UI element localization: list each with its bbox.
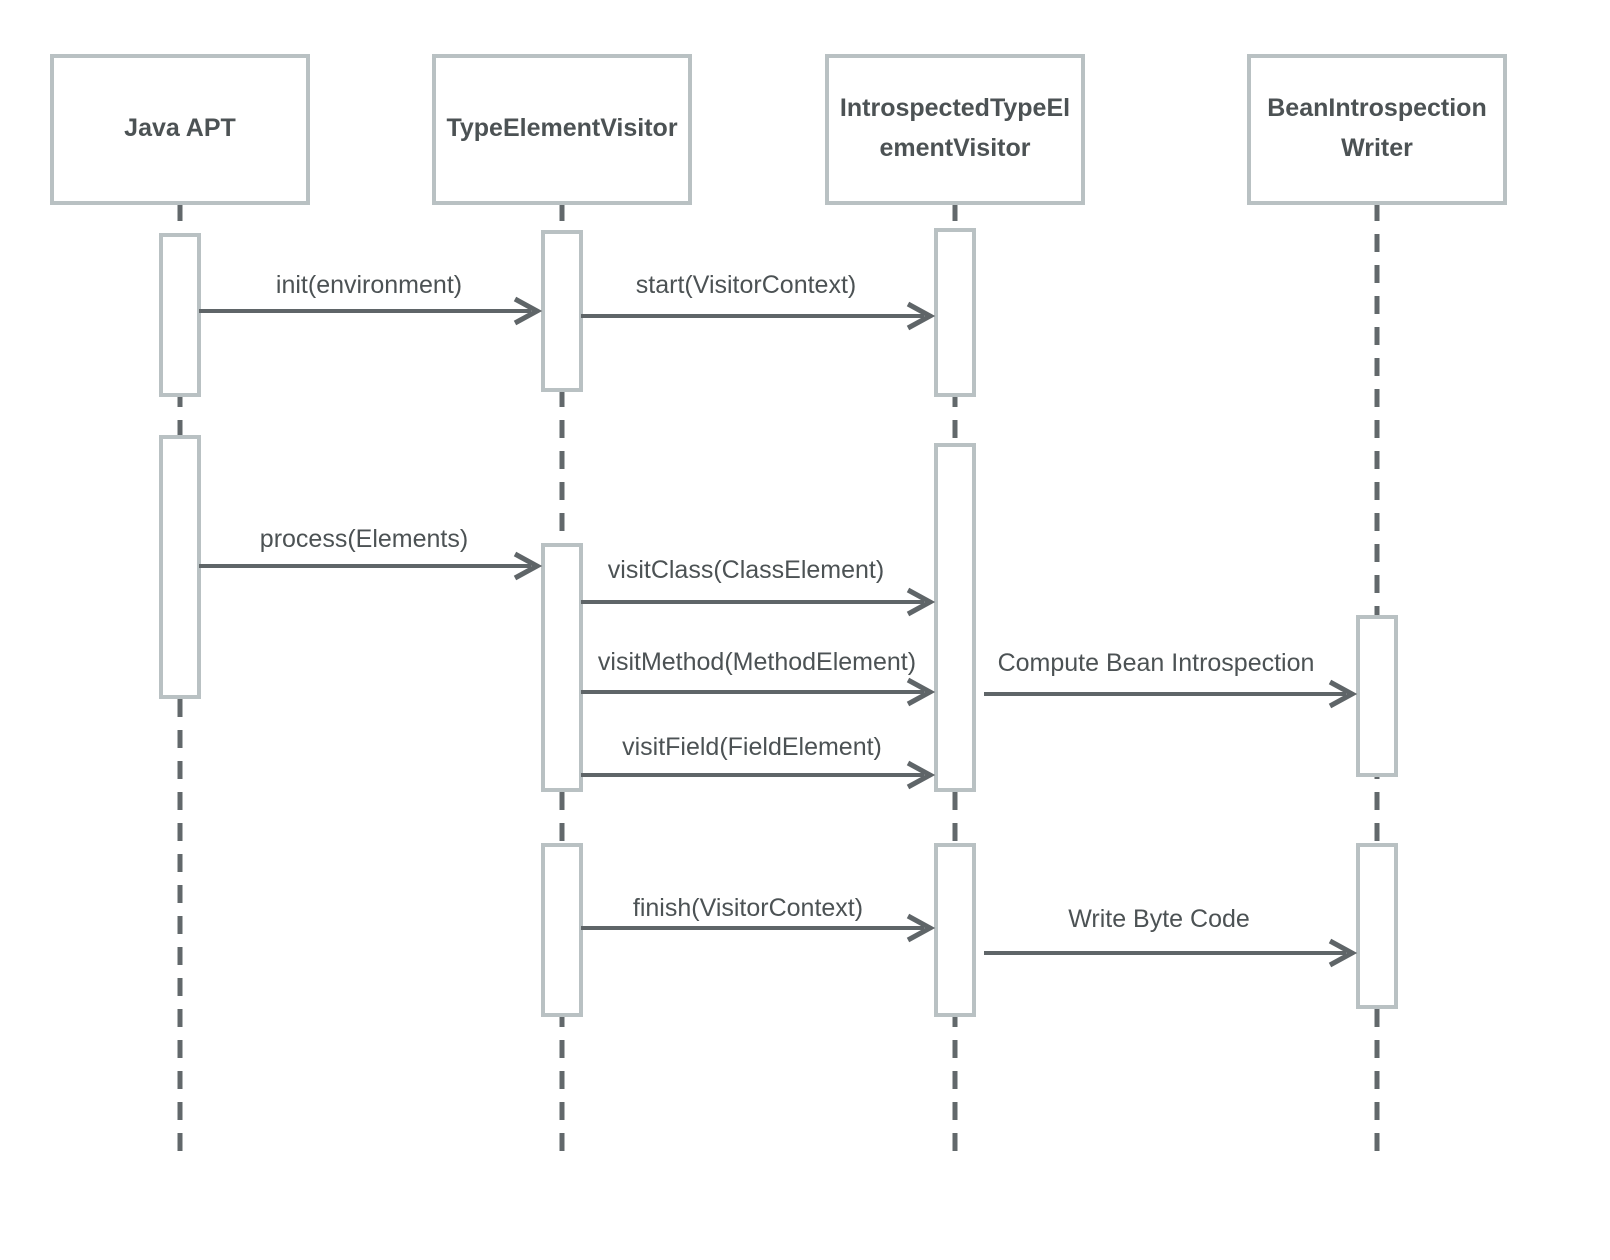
message-label-msg-process: process(Elements): [260, 525, 468, 553]
participant-label-introspected-type-element-visitor: ementVisitor: [880, 134, 1031, 162]
arrowhead-icon-msg-write-byte-code: [1328, 938, 1358, 968]
message-msg-visit-class[interactable]: visitClass(ClassElement): [581, 556, 936, 617]
arrowhead-icon-msg-init: [513, 296, 543, 326]
activation-bar-act-biw-2: [1356, 843, 1398, 1009]
arrowhead-icon-msg-start: [906, 301, 936, 331]
arrowhead-icon-msg-process: [513, 551, 543, 581]
message-msg-visit-field[interactable]: visitField(FieldElement): [581, 733, 936, 790]
messages-layer: init(environment) start(VisitorContext) pr…: [199, 271, 1358, 968]
participant-box-bean-introspection-writer: [1247, 54, 1507, 205]
participant-label-introspected-type-element-visitor: IntrospectedTypeEl: [840, 94, 1070, 122]
participant-boxes-layer: Java APT TypeElementVisitor IntrospectedTy…: [50, 54, 1507, 205]
participant-java-apt[interactable]: Java APT: [50, 54, 310, 205]
activation-bar-act-itev-2: [934, 443, 976, 792]
activation-bar-act-biw-1: [1356, 615, 1398, 777]
message-label-msg-write-byte-code: Write Byte Code: [1068, 905, 1250, 933]
activation-bars-layer: [159, 228, 1398, 1017]
lifelines-layer: [177, 203, 1380, 1152]
message-label-msg-compute-bean-introspection: Compute Bean Introspection: [998, 649, 1315, 677]
message-msg-process[interactable]: process(Elements): [199, 525, 543, 581]
activation-bar-act-tev-3: [541, 843, 583, 1017]
arrowhead-icon-msg-compute-bean-introspection: [1328, 679, 1358, 709]
participant-type-element-visitor[interactable]: TypeElementVisitor: [432, 54, 692, 205]
message-msg-visit-method[interactable]: visitMethod(MethodElement): [581, 648, 936, 707]
participant-label-type-element-visitor: TypeElementVisitor: [446, 114, 677, 142]
participant-introspected-type-element-visitor[interactable]: IntrospectedTypeEl ementVisitor: [825, 54, 1085, 205]
message-msg-init[interactable]: init(environment): [199, 271, 543, 326]
message-msg-write-byte-code[interactable]: Write Byte Code: [984, 905, 1358, 968]
participant-box-java-apt: [50, 54, 310, 205]
message-label-msg-visit-method: visitMethod(MethodElement): [598, 648, 916, 676]
message-label-msg-init: init(environment): [276, 271, 462, 299]
arrowhead-icon-msg-finish: [906, 913, 936, 943]
arrowhead-icon-msg-visit-field: [906, 760, 936, 790]
participant-box-type-element-visitor: [432, 54, 692, 205]
activation-bar-act-apt-1: [159, 233, 201, 397]
participant-label-bean-introspection-writer: BeanIntrospection: [1267, 94, 1486, 122]
arrowhead-icon-msg-visit-method: [906, 677, 936, 707]
participant-label-java-apt: Java APT: [124, 114, 236, 142]
arrowhead-icon-msg-visit-class: [906, 587, 936, 617]
message-msg-start[interactable]: start(VisitorContext): [581, 271, 936, 331]
message-label-msg-visit-class: visitClass(ClassElement): [608, 556, 884, 584]
activation-bar-act-apt-2: [159, 435, 201, 699]
message-label-msg-finish: finish(VisitorContext): [633, 894, 863, 922]
activation-bar-act-tev-1: [541, 230, 583, 392]
activation-bar-act-tev-2: [541, 543, 583, 792]
activation-bar-act-itev-1: [934, 228, 976, 397]
participant-box-introspected-type-element-visitor: [825, 54, 1085, 205]
message-msg-compute-bean-introspection[interactable]: Compute Bean Introspection: [984, 649, 1358, 709]
activation-bar-act-itev-3: [934, 843, 976, 1017]
message-label-msg-start: start(VisitorContext): [636, 271, 856, 299]
message-msg-finish[interactable]: finish(VisitorContext): [581, 894, 936, 943]
participant-label-bean-introspection-writer: Writer: [1341, 134, 1413, 162]
message-label-msg-visit-field: visitField(FieldElement): [622, 733, 882, 761]
